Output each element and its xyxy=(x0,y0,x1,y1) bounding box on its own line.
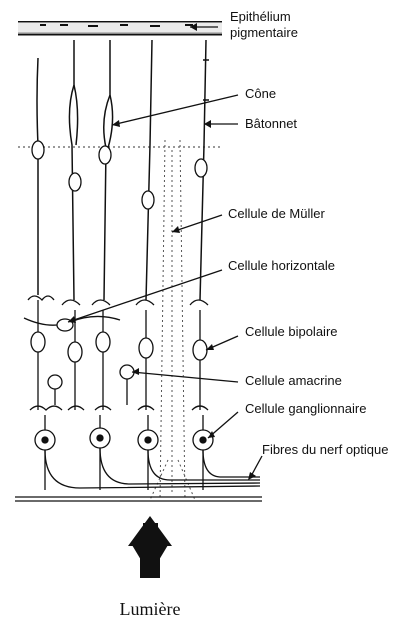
inner-plexiform-layer xyxy=(30,406,208,410)
pigment-epithelium xyxy=(18,22,222,34)
label-batonnet: Bâtonnet xyxy=(245,116,297,131)
inner-limiting-membrane xyxy=(15,497,262,501)
photoreceptors xyxy=(37,40,209,300)
leader-arrowheads xyxy=(68,23,256,480)
outer-plexiform-layer xyxy=(24,296,208,331)
label-muller: Cellule de Müller xyxy=(228,206,325,221)
caption-lumiere: Lumière xyxy=(120,599,181,619)
label-ganglionnaire: Cellule ganglionnaire xyxy=(245,401,366,416)
label-amacrine: Cellule amacrine xyxy=(245,373,342,388)
leader-lines xyxy=(68,27,262,478)
label-horizontale: Cellule horizontale xyxy=(228,258,335,273)
label-bipolaire: Cellule bipolaire xyxy=(245,324,338,339)
amacrine-cells xyxy=(48,365,134,405)
cone-1 xyxy=(69,40,74,300)
optic-nerve-fibres xyxy=(45,448,260,488)
bipolar-cells xyxy=(31,300,207,410)
label-pigmentaire: pigmentaire xyxy=(230,25,298,40)
label-cone: Cône xyxy=(245,86,276,101)
rod-1 xyxy=(37,58,38,295)
label-epithelium: Epithélium xyxy=(230,9,291,24)
label-fibres: Fibres du nerf optique xyxy=(262,442,388,457)
cone-2 xyxy=(104,40,110,300)
rod-2 xyxy=(146,40,152,300)
